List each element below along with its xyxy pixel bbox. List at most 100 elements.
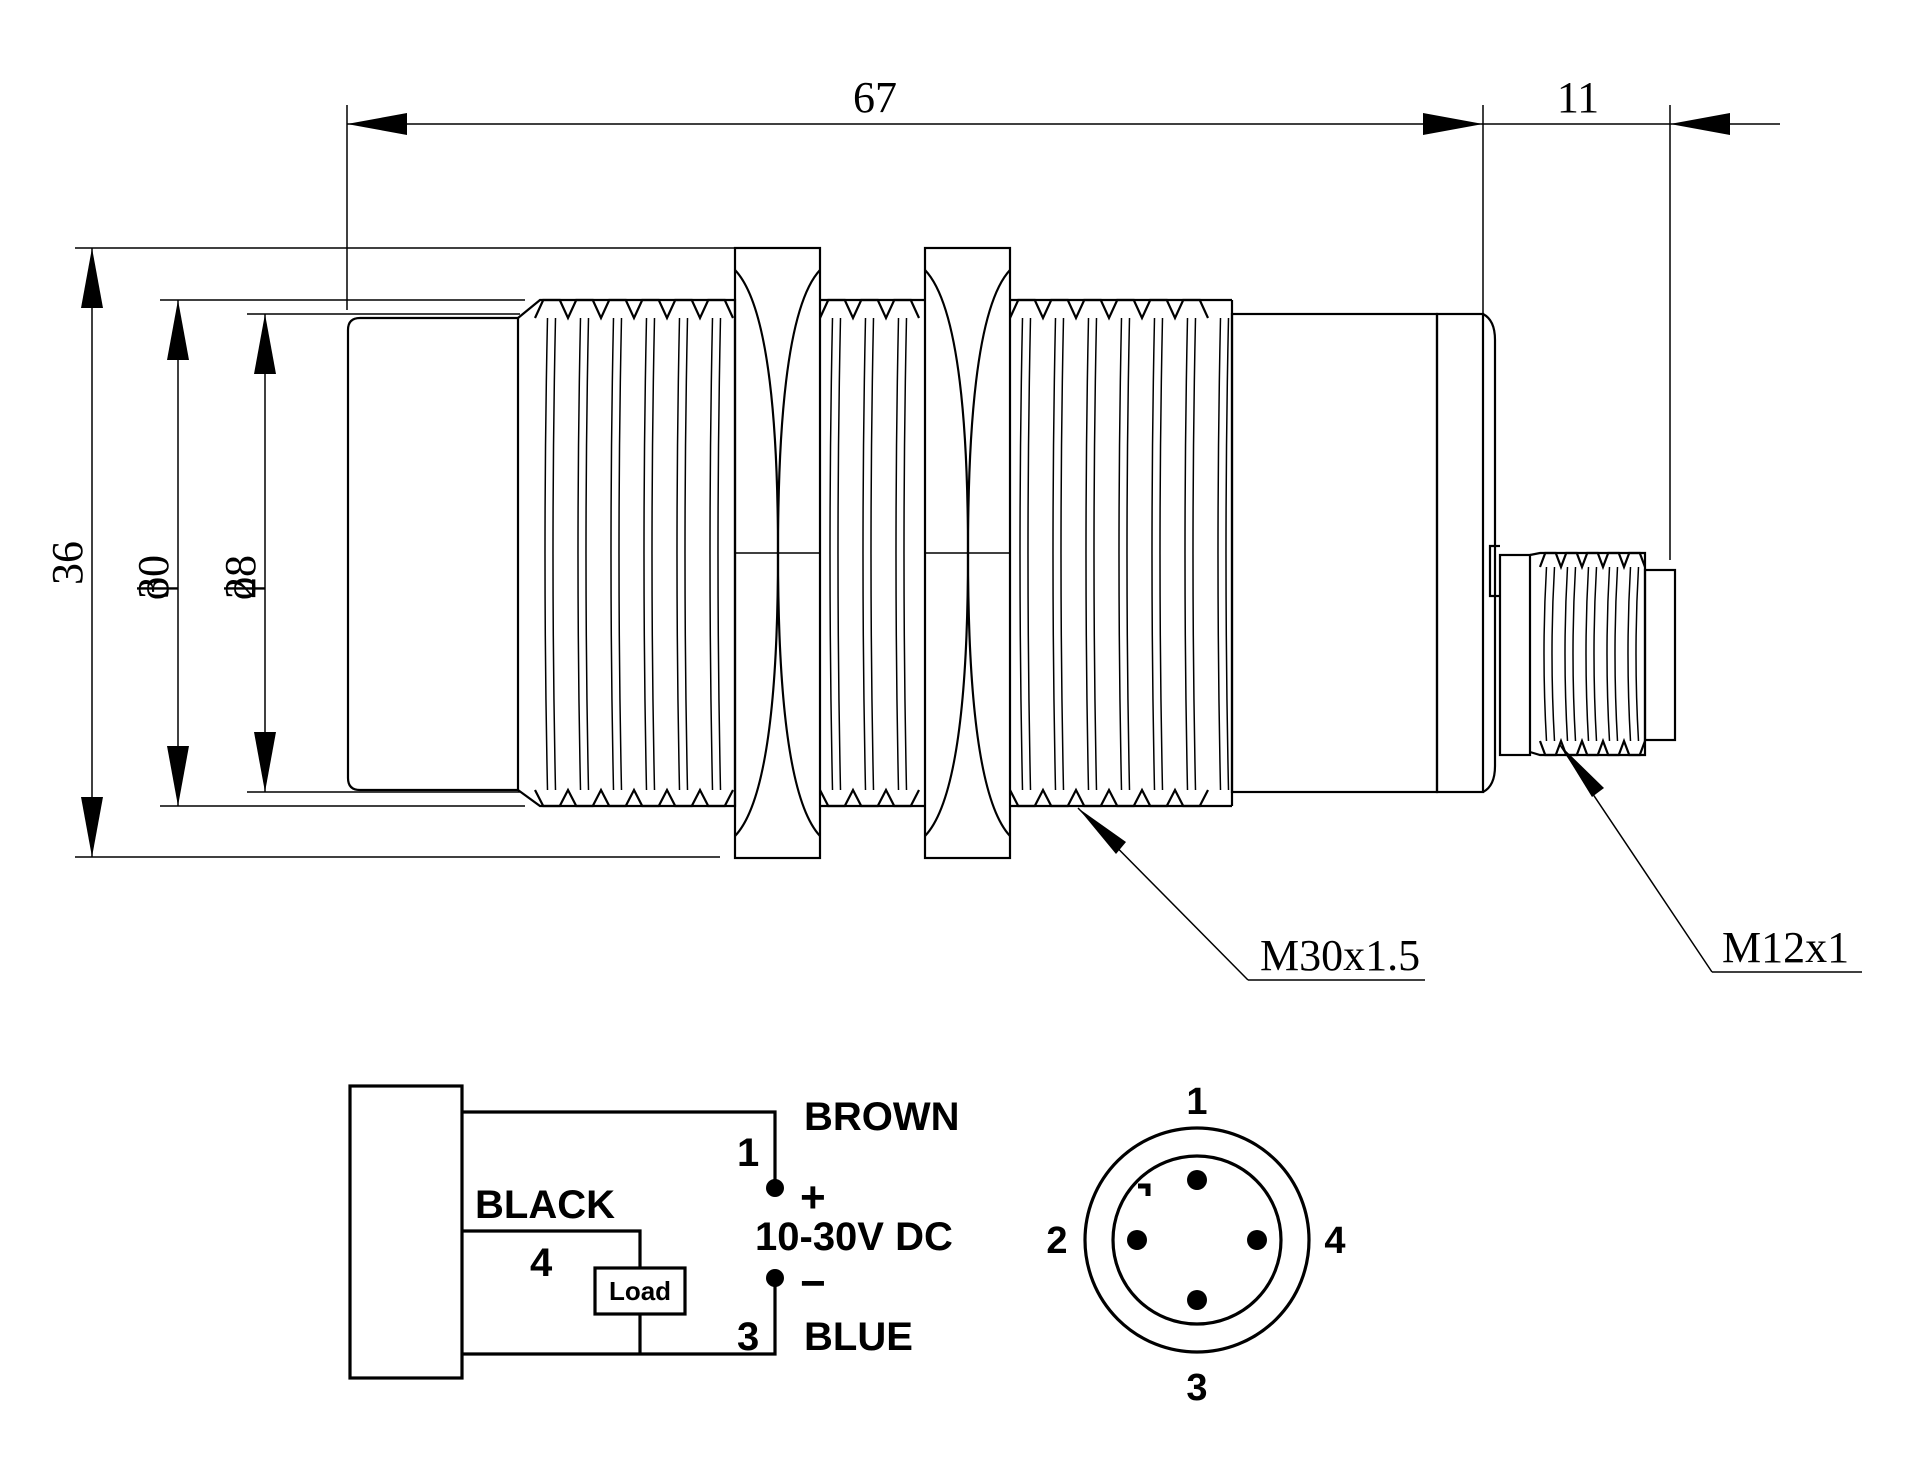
plus-sign: + — [800, 1173, 826, 1222]
thread-line — [1060, 317, 1065, 791]
rear-thread-section — [1009, 298, 1234, 808]
thread-line — [643, 317, 648, 791]
thread-line — [1027, 317, 1032, 791]
thread-line — [1159, 317, 1164, 791]
m30-thread-label: M30x1.5 — [1260, 931, 1420, 980]
thread-crests-connector-bottom — [1538, 737, 1647, 757]
thread-line — [1225, 317, 1230, 791]
leader-m12: M12x1 — [1559, 744, 1862, 973]
thread-line — [837, 317, 842, 791]
diameter-symbol-30: ϕ — [129, 577, 178, 600]
blue-label: BLUE — [804, 1315, 913, 1359]
thread-line — [552, 317, 557, 791]
thread-crests-front-top — [534, 298, 734, 321]
middle-thread-section — [819, 298, 925, 808]
thread-lines-rear — [1019, 317, 1230, 791]
black-label: BLACK — [475, 1183, 615, 1227]
thread-line — [1217, 317, 1222, 791]
length-67-label: 67 — [853, 73, 897, 122]
thread-line — [829, 317, 834, 791]
thread-lines-middle — [829, 317, 908, 791]
connector-pin-4-label: 4 — [1324, 1220, 1345, 1262]
dimension-connector-length: 11 — [1483, 73, 1780, 560]
thread-crests-middle-top — [819, 298, 920, 321]
thread-line — [1635, 566, 1640, 742]
thread-line — [903, 317, 908, 791]
m12-thread-label: M12x1 — [1722, 923, 1849, 972]
connector-pin-1-label: 1 — [1186, 1081, 1207, 1123]
thread-line — [862, 317, 867, 791]
thread-line — [1184, 317, 1189, 791]
key-notch-icon — [1138, 1183, 1151, 1196]
thread-crests-front-bottom — [534, 787, 734, 808]
thread-line — [717, 317, 722, 791]
thread-line — [1614, 566, 1619, 742]
thread-lines-connector — [1543, 566, 1640, 742]
connector-pin-3-label: 3 — [1186, 1367, 1207, 1409]
hex-nut-1 — [733, 246, 822, 860]
pin-2-dot — [1127, 1230, 1147, 1250]
thread-line — [1593, 566, 1598, 742]
thread-line — [610, 317, 615, 791]
thread-crests-rear-top — [1009, 298, 1209, 321]
diameter-28-label: 28 — [216, 555, 265, 599]
length-11-label: 11 — [1557, 73, 1599, 122]
thread-line — [1126, 317, 1131, 791]
dimension-diameter-30: ϕ 30 — [129, 299, 525, 807]
thread-line — [618, 317, 623, 791]
thread-line — [895, 317, 900, 791]
thread-line — [651, 317, 656, 791]
pin-1-dot — [1187, 1170, 1207, 1190]
thread-line — [1052, 317, 1057, 791]
sensor-block — [348, 1084, 464, 1380]
height-36-label: 36 — [43, 541, 92, 585]
thread-line — [1093, 317, 1098, 791]
thread-line — [709, 317, 714, 791]
brown-label: BROWN — [804, 1095, 960, 1139]
thread-line — [544, 317, 549, 791]
black-wire — [462, 1229, 642, 1268]
thread-crests-middle-bottom — [819, 787, 920, 808]
brown-wire — [462, 1110, 777, 1182]
thread-line — [1085, 317, 1090, 791]
blue-wire — [462, 1284, 777, 1356]
thread-crests-connector-top — [1538, 551, 1647, 571]
load-label: Load — [609, 1276, 671, 1306]
connector-pin-2-label: 2 — [1046, 1220, 1067, 1262]
dimension-diameter-28: ϕ 28 — [216, 313, 520, 793]
thread-line — [1543, 566, 1548, 742]
pin-4-dot — [1247, 1230, 1267, 1250]
pin-1-label: 1 — [737, 1131, 759, 1175]
thread-line — [684, 317, 689, 791]
terminal-plus — [766, 1179, 784, 1197]
thread-lines-front — [544, 317, 722, 791]
wiring-diagram: Load BROWN BLACK BLUE 1 4 3 + − 10-30V D… — [348, 1084, 960, 1380]
diameter-symbol-28: ϕ — [216, 577, 265, 600]
thread-line — [676, 317, 681, 791]
thread-line — [577, 317, 582, 791]
thread-crest-path — [534, 787, 734, 808]
m12-connector — [1488, 544, 1677, 757]
thread-crest-path — [1009, 787, 1209, 808]
diameter-30-label: 30 — [129, 555, 178, 599]
thread-line — [1118, 317, 1123, 791]
thread-line — [1627, 566, 1632, 742]
sensor-face — [346, 316, 520, 792]
thread-crest-path — [819, 298, 920, 321]
thread-crests-rear-bottom — [1009, 787, 1209, 808]
thread-crest-path — [1538, 737, 1647, 757]
thread-crest-path — [819, 787, 920, 808]
pin-3-label: 3 — [737, 1315, 759, 1359]
terminal-minus — [766, 1269, 784, 1287]
thread-line — [1192, 317, 1197, 791]
front-thread-section — [517, 298, 737, 808]
pin-3-dot — [1187, 1290, 1207, 1310]
hex-nut-2 — [923, 246, 1012, 860]
thread-line — [870, 317, 875, 791]
thread-line — [1585, 566, 1590, 742]
connector-inner-ring — [1111, 1154, 1283, 1326]
thread-line — [1564, 566, 1569, 742]
thread-crest-path — [1009, 298, 1209, 321]
